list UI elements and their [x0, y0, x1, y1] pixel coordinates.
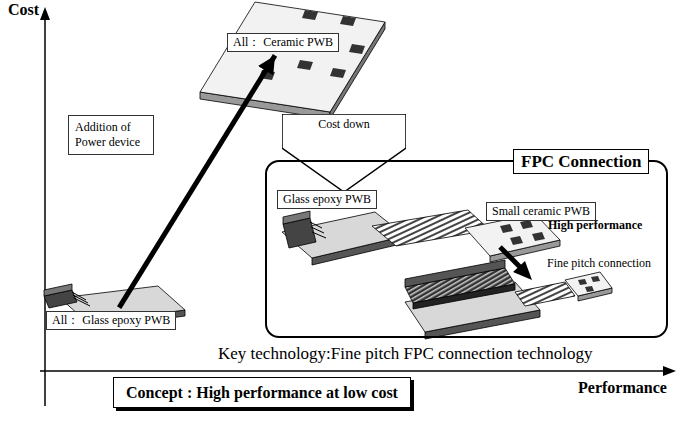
fpc-connection-group: FPC ConnectionGlass epoxy PWBSmall ceram…	[265, 160, 668, 338]
node-text: Small ceramic PWB	[492, 204, 590, 219]
fine-pitch-assembly	[405, 260, 612, 339]
axis-label: Performance	[578, 378, 667, 397]
glass-epoxy-board	[44, 284, 185, 329]
node-text: Concept : High performance at low cost	[126, 383, 398, 402]
process-box: Addition of Power device	[68, 115, 154, 155]
arrow-connector	[119, 55, 275, 307]
cost-axis	[40, 7, 50, 406]
note-label: Fine pitch connection	[547, 256, 651, 270]
key-technology-note: Key technology:Fine pitch FPC connection…	[218, 344, 592, 364]
board-label: All： Glass epoxy PWB	[46, 311, 176, 330]
node-text: Cost down	[315, 114, 373, 131]
cost-down-arrow: Cost down	[282, 114, 406, 192]
node-text: Addition of Power device	[75, 120, 147, 150]
node-text: All： Glass epoxy PWB	[52, 313, 170, 328]
node-text: Glass epoxy PWB	[283, 192, 371, 207]
note-label: High performance	[548, 218, 642, 232]
board-label: All： Ceramic PWB	[227, 33, 339, 52]
axis-label: Cost	[8, 0, 39, 19]
board-label: Glass epoxy PWB	[277, 190, 377, 209]
performance-axis	[40, 366, 676, 376]
group-heading: FPC Connection	[513, 149, 649, 174]
concept-box: Concept : High performance at low cost	[113, 377, 411, 408]
node-text: All： Ceramic PWB	[233, 35, 333, 50]
ceramic-board	[200, 2, 385, 119]
